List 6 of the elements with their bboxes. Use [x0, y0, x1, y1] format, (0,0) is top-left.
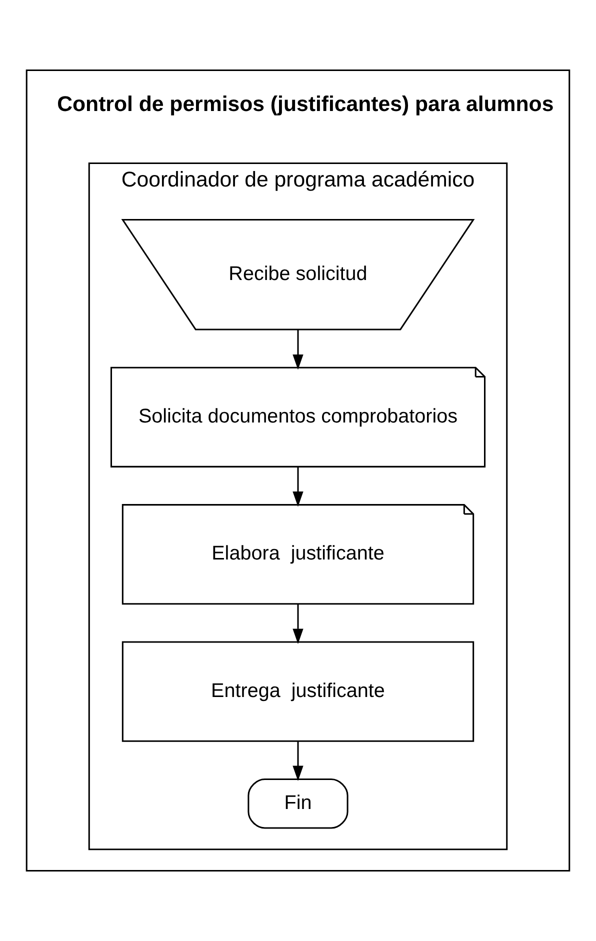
arrow: [292, 330, 304, 370]
arrow: [292, 741, 304, 781]
node-box: Fin: [248, 778, 348, 829]
arrow: [292, 467, 304, 507]
node-box: Entrega justificante: [122, 641, 474, 742]
arrow: [292, 604, 304, 644]
